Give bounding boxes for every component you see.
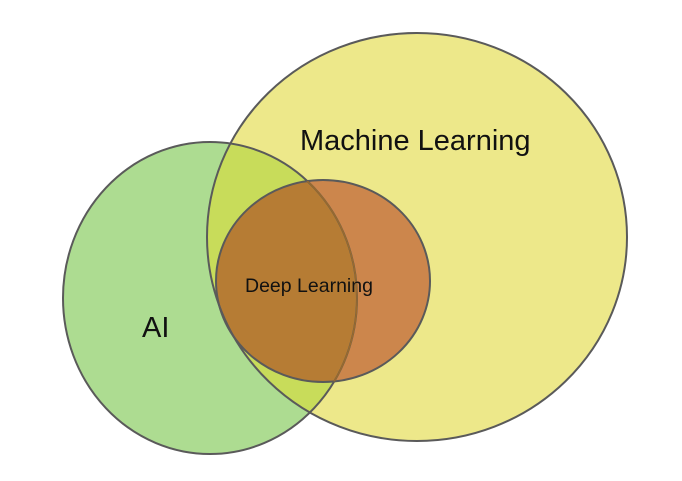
deep-learning-outline xyxy=(215,179,431,383)
ai-outline-inner xyxy=(216,180,358,382)
machine-learning-outline xyxy=(206,32,628,442)
machine-learning-label: Machine Learning xyxy=(300,125,531,157)
ai-label: AI xyxy=(142,312,169,344)
deep-learning-label: Deep Learning xyxy=(245,275,373,297)
